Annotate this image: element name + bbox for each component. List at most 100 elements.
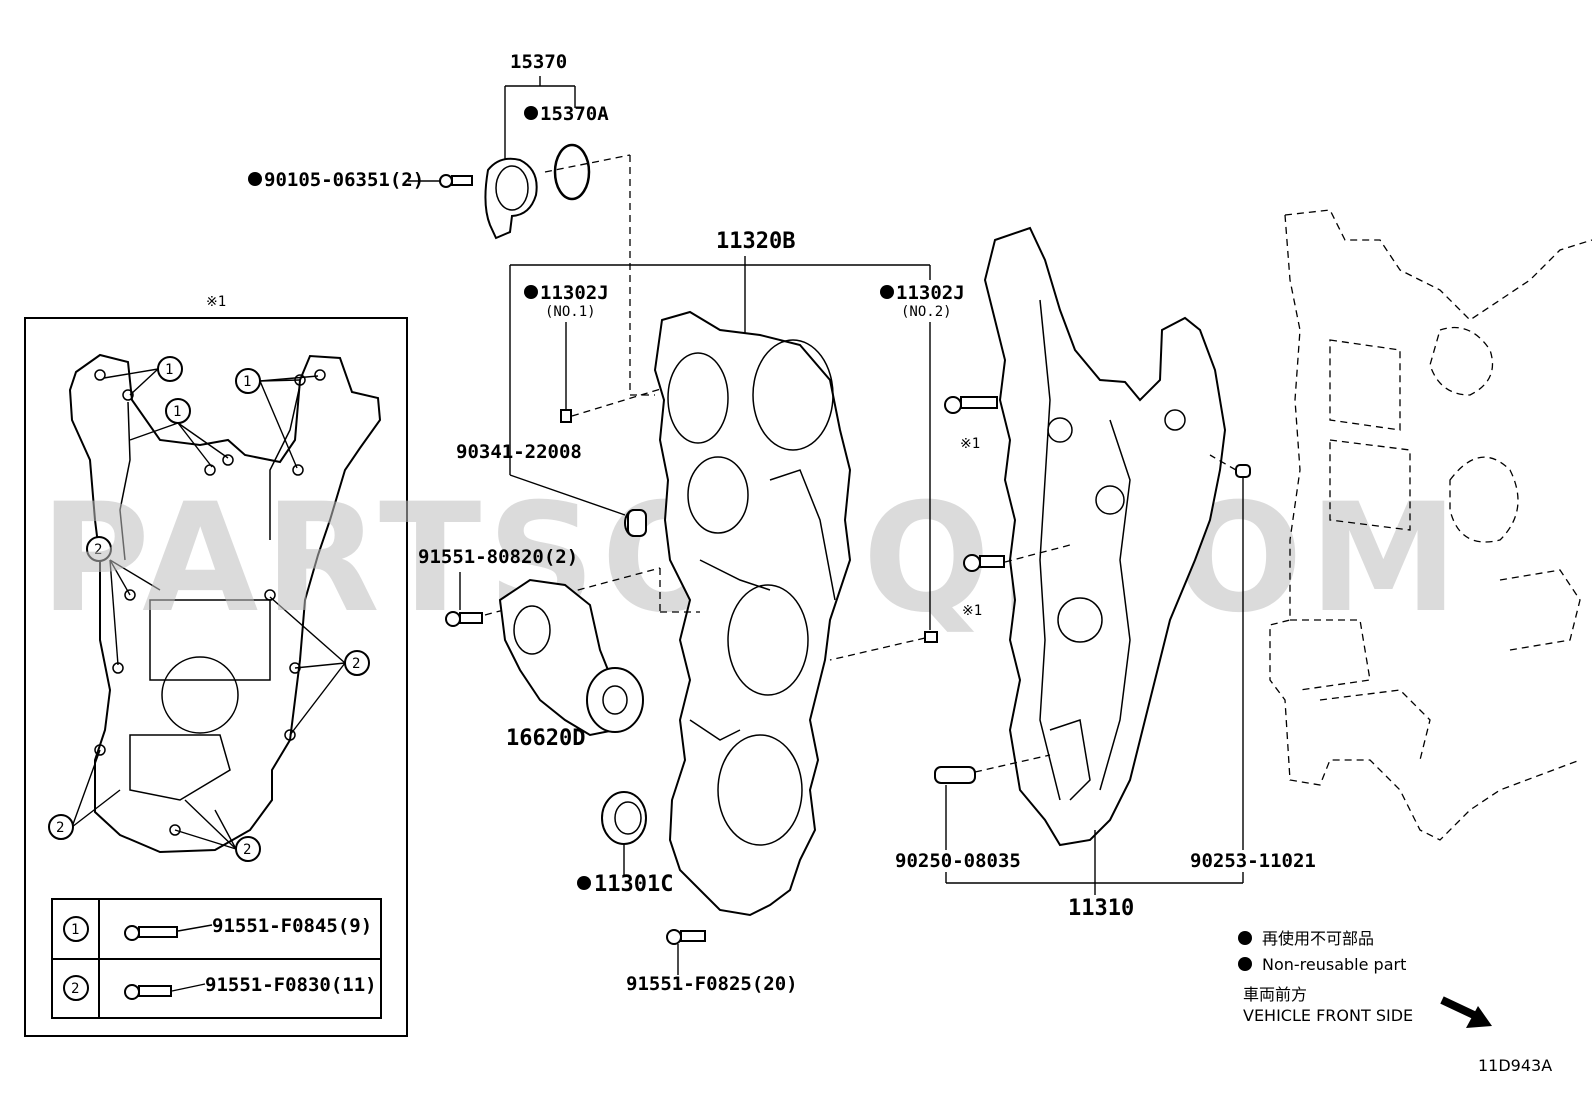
timing-chain-cover [653, 310, 852, 917]
ring-pin [1235, 464, 1251, 478]
svg-text:2: 2 [352, 656, 360, 672]
cover-rib [699, 559, 771, 591]
tensioner-pulley [586, 667, 644, 733]
label-11310: 11310 [1068, 896, 1134, 921]
inset-cover-outline [68, 353, 382, 854]
plate-bore [1095, 485, 1125, 515]
plate-rib [1039, 299, 1061, 801]
svg-text:2: 2 [56, 820, 64, 836]
plate-rib [1099, 419, 1131, 791]
bolt-icon [124, 984, 172, 1000]
inset-hole [284, 729, 296, 741]
svg-text:1: 1 [165, 362, 173, 378]
inset-hole [94, 744, 106, 756]
plate-bore [1047, 417, 1073, 443]
legend-jp: 再使用不可部品 [1262, 929, 1374, 948]
o-ring [553, 143, 591, 201]
plate-rib [1049, 719, 1091, 801]
inset-hole [94, 369, 106, 381]
label-90105-06351: 90105-06351(2) [264, 169, 424, 191]
non-reusable-marker [524, 106, 538, 120]
svg-text:1: 1 [243, 374, 251, 390]
svg-text:2: 2 [94, 542, 102, 558]
inset-hole [314, 369, 326, 381]
table-key-1 [63, 916, 89, 942]
front-side-jp: 車両前方 [1243, 985, 1307, 1004]
bolt-icon [963, 554, 1005, 572]
inset-callout-2-group: 2 2 2 2 [48, 536, 370, 862]
inset-callout-1-group: 1 1 1 [103, 356, 319, 469]
bolt-icon [124, 925, 178, 941]
label-11301C: 11301C [594, 872, 673, 897]
bolt-icon [439, 174, 473, 188]
inset-bore [161, 656, 239, 734]
label-91551-80820: 91551-80820(2) [418, 546, 578, 568]
label-90250-08035: 90250-08035 [895, 850, 1021, 872]
front-side-en: VEHICLE FRONT SIDE [1243, 1006, 1413, 1025]
oil-cap-group: 15370 15370A 90105-06351(2) [248, 51, 655, 396]
svg-text:1: 1 [173, 404, 181, 420]
cam-bore [752, 339, 834, 451]
note-stud-a: ※1 [960, 436, 980, 452]
non-reusable-marker [248, 172, 262, 186]
inset-hole [292, 464, 304, 476]
inset-hole [122, 389, 134, 401]
label-no2: (NO.2) [901, 304, 952, 320]
non-reusable-marker [880, 285, 894, 299]
inset-rib [269, 384, 301, 540]
inset-frame [24, 317, 408, 1037]
engine-block-outline [1269, 209, 1592, 841]
inset-hole [124, 589, 136, 601]
inset-bolt-table: 1 91551-F0845(9) 2 91551-F0830(11) [51, 898, 382, 1019]
label-90341-22008: 90341-22008 [456, 441, 582, 463]
plug-part [624, 509, 647, 537]
inset-window [149, 599, 271, 681]
label-90253-11021: 90253-11021 [1190, 850, 1316, 872]
label-11320B: 11320B [716, 229, 795, 254]
dowel-pin [924, 631, 938, 643]
dowel-pin [560, 409, 572, 423]
label-no1: (NO.1) [545, 304, 596, 320]
crank-bore [717, 734, 803, 846]
label-91551-F0825: 91551-F0825(20) [626, 973, 798, 995]
timing-cover-group: 11320B 11302J (NO.1) 11302J (NO.2) 90341… [418, 229, 965, 995]
cover-rib [689, 719, 741, 741]
straight-pin [934, 766, 976, 784]
plate-bore [1057, 597, 1103, 643]
inset-hole [222, 454, 234, 466]
table-part-2: 91551-F0830(11) [205, 974, 377, 996]
tensioner-bore [513, 605, 551, 655]
oil-seal [601, 791, 647, 845]
cam-bore [667, 352, 729, 444]
inset-panel: ※1 1 1 [24, 294, 408, 1037]
inset-lower-chamber [129, 734, 231, 801]
label-16620D: 16620D [506, 726, 585, 751]
pump-bore [727, 584, 809, 696]
oil-filler-cap [484, 157, 538, 240]
cover-rib [769, 469, 836, 601]
non-reusable-marker [1238, 957, 1252, 971]
inset-hole [169, 824, 181, 836]
non-reusable-marker [577, 876, 591, 890]
svg-text:2: 2 [243, 842, 251, 858]
idler-bore [687, 456, 749, 534]
label-15370: 15370 [510, 51, 567, 73]
table-key-2 [63, 975, 89, 1001]
bolt-icon [666, 929, 706, 945]
legend-en: Non-reusable part [1262, 955, 1406, 974]
legend: 再使用不可部品 Non-reusable part 車両前方 VEHICLE F… [1238, 929, 1552, 1075]
svg-text:1: 1 [71, 922, 79, 938]
timing-case-plate [983, 226, 1227, 847]
svg-text:2: 2 [71, 981, 79, 997]
label-11302J-no1: 11302J [540, 282, 609, 304]
bolt-icon [944, 396, 998, 414]
non-reusable-marker [524, 285, 538, 299]
inset-hole [264, 589, 276, 601]
figure-code: 11D943A [1478, 1056, 1552, 1075]
front-arrow-icon [1440, 996, 1492, 1028]
inset-title: ※1 [206, 294, 226, 310]
non-reusable-marker [1238, 931, 1252, 945]
table-part-1: 91551-F0845(9) [212, 915, 372, 937]
note-stud-b: ※1 [962, 603, 982, 619]
